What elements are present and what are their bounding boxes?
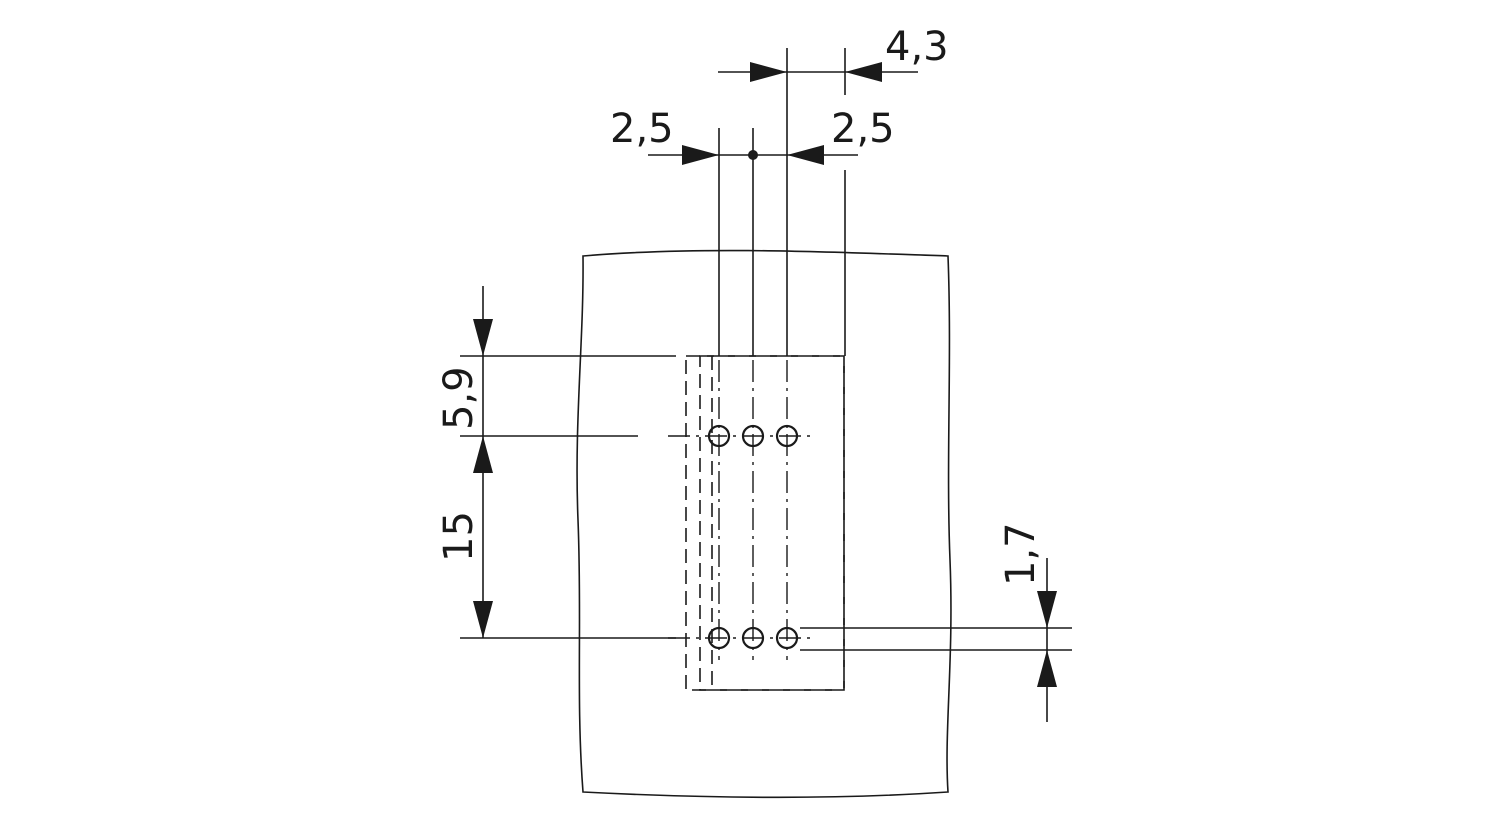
connector-outline-inner <box>699 355 845 691</box>
hole <box>741 424 765 448</box>
board-outline <box>576 249 952 799</box>
dimension-offset-top: 4,3 <box>718 24 949 82</box>
hole <box>707 424 731 448</box>
dimension-label-row-offset: 5,9 <box>436 366 482 430</box>
hole <box>775 424 799 448</box>
hole <box>741 626 765 650</box>
hole-row-bottom <box>707 626 799 650</box>
dimension-label-pitch-left: 2,5 <box>610 106 674 152</box>
hole <box>707 626 731 650</box>
hole-row-top <box>707 424 799 448</box>
dimension-pitch: 2,5 2,5 <box>610 106 895 165</box>
dimension-label-row-spacing: 15 <box>436 511 482 562</box>
dimension-label-pitch-right: 2,5 <box>831 106 895 152</box>
hole <box>775 626 799 650</box>
dimension-vertical-left: 5,9 15 <box>436 286 493 638</box>
dimension-hole-size: 1,7 <box>800 522 1072 722</box>
dimension-label-hole-size: 1,7 <box>998 522 1044 586</box>
dimension-label-offset-top: 4,3 <box>885 24 949 70</box>
